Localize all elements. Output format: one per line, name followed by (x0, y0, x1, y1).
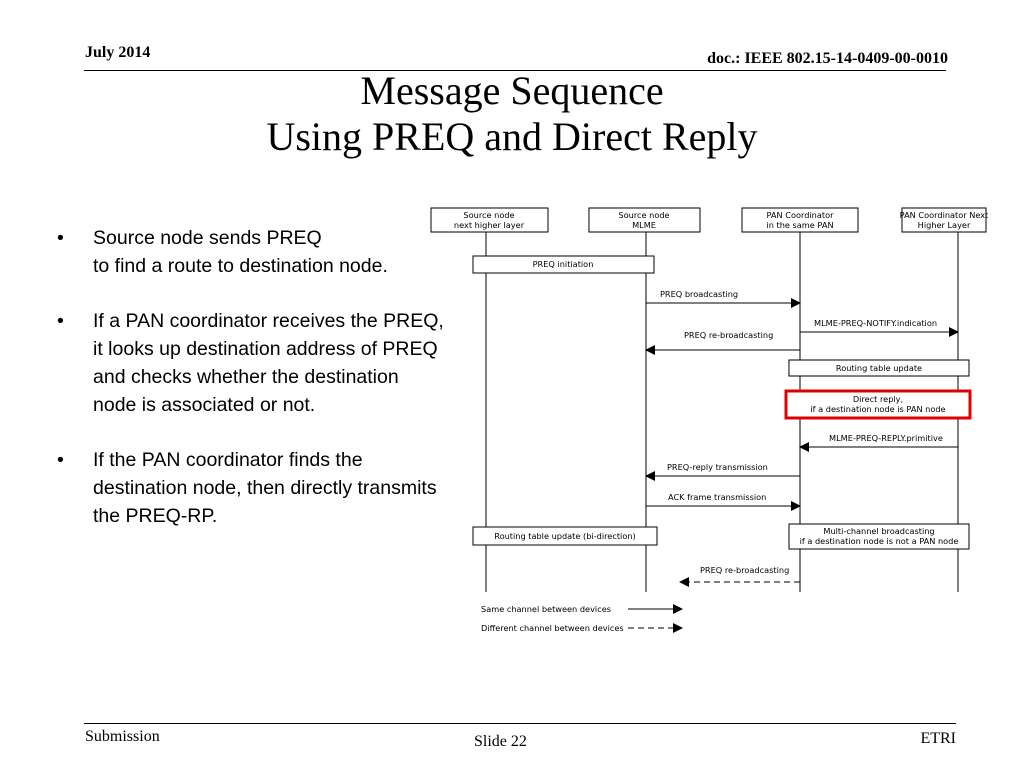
header-doc-id: doc.: IEEE 802.15-14-0409-00-0010 (707, 50, 948, 67)
box-label: if a destination node is PAN node (810, 404, 945, 414)
routing-update-box: Routing table update (788, 359, 970, 377)
lifeline-label: Higher Layer (918, 220, 971, 230)
message-label: PREQ re-broadcasting (684, 330, 773, 340)
lifeline-label: PAN Coordinator (767, 210, 835, 220)
message-label: PREQ re-broadcasting (700, 565, 789, 575)
routing-update-bi-box: Routing table update (bi-direction) (472, 526, 658, 546)
header-divider (84, 70, 946, 71)
bullet-item: Source node sends PREQ to find a route t… (57, 224, 447, 280)
sequence-diagram: Source node next higher layer Source nod… (430, 207, 988, 633)
title-line-1: Message Sequence (360, 68, 664, 113)
box-label: if a destination node is not a PAN node (800, 536, 959, 546)
bullet-item: If a PAN coordinator receives the PREQ, … (57, 307, 447, 419)
msg-preq-broadcasting: PREQ broadcasting (646, 289, 801, 308)
lifeline-label: MLME (632, 220, 656, 230)
lifeline-label: PAN Coordinator Next (900, 210, 988, 220)
bullet-item: If the PAN coordinator finds the destina… (57, 446, 447, 530)
header-date: July 2014 (85, 44, 151, 61)
msg-preq-rebroadcasting: PREQ re-broadcasting (645, 330, 800, 355)
bullet-text: If a PAN coordinator receives the PREQ, … (93, 310, 444, 416)
multi-channel-box: Multi-channel broadcasting if a destinat… (788, 523, 970, 550)
msg-preq-reply-transmission: PREQ-reply transmission (645, 462, 800, 481)
footer-slide-number: Slide 22 (474, 733, 527, 750)
footer-submission: Submission (85, 728, 160, 745)
direct-reply-box: Direct reply, if a destination node is P… (784, 389, 972, 420)
footer-divider (84, 723, 956, 724)
lifeline-header-source-nhl: Source node next higher layer (430, 207, 549, 233)
msg-ack-transmission: ACK frame transmission (646, 492, 801, 511)
msg-notify-indication: MLME-PREQ-NOTIFY.indication (800, 318, 959, 337)
title-line-2: Using PREQ and Direct Reply (266, 114, 758, 159)
lifeline-header-pan-coordinator: PAN Coordinator in the same PAN (741, 207, 859, 233)
box-label: Routing table update (bi-direction) (494, 531, 635, 541)
msg-preq-rebroadcasting-dashed: PREQ re-broadcasting (679, 565, 800, 587)
lifeline-header-source-mlme: Source node MLME (588, 207, 701, 233)
legend-label: Different channel between devices (481, 623, 624, 633)
lifeline-label: Source node (618, 210, 669, 220)
lifeline-label: next higher layer (454, 220, 525, 230)
msg-reply-primitive: MLME-PREQ-REPLY.primitive (799, 433, 958, 452)
preq-initiation-box: PREQ initiation (472, 255, 655, 274)
bullet-text: Source node sends PREQ to find a route t… (93, 227, 388, 277)
legend: Same channel between devices Different c… (481, 604, 683, 633)
legend-label: Same channel between devices (481, 604, 611, 614)
box-label: Multi-channel broadcasting (823, 526, 934, 536)
lifeline-label: Source node (463, 210, 514, 220)
lifeline-header-pan-nhl: PAN Coordinator Next Higher Layer (900, 207, 988, 233)
message-label: MLME-PREQ-NOTIFY.indication (814, 318, 937, 328)
box-label: PREQ initiation (533, 259, 594, 269)
bullet-list: Source node sends PREQ to find a route t… (57, 224, 447, 557)
box-label: Direct reply, (853, 394, 903, 404)
slide-title: Message Sequence Using PREQ and Direct R… (0, 68, 1024, 160)
box-label: Routing table update (836, 363, 922, 373)
footer-org: ETRI (920, 730, 956, 747)
message-label: MLME-PREQ-REPLY.primitive (829, 433, 943, 443)
message-label: PREQ-reply transmission (667, 462, 768, 472)
message-label: ACK frame transmission (668, 492, 766, 502)
message-label: PREQ broadcasting (660, 289, 738, 299)
lifeline-label: in the same PAN (766, 220, 833, 230)
bullet-text: If the PAN coordinator finds the destina… (93, 449, 437, 527)
